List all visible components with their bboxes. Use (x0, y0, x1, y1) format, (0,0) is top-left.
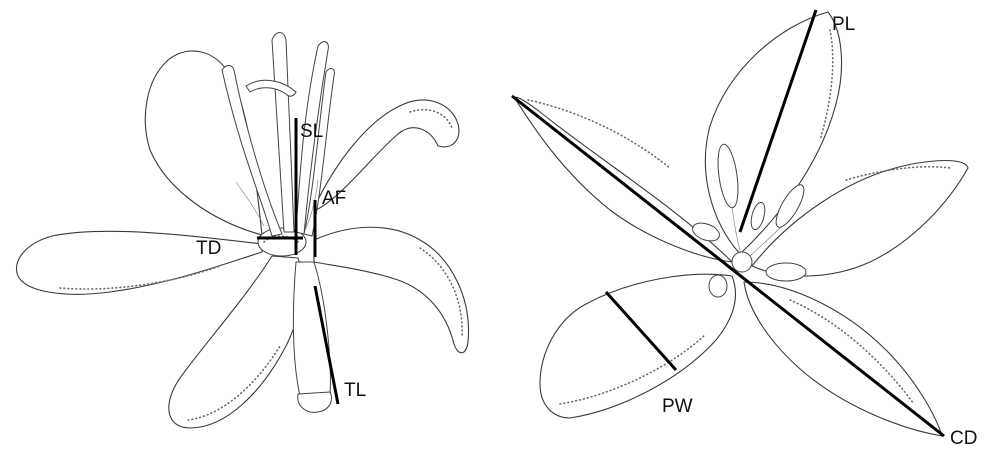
left-flower-petal-right (314, 227, 469, 353)
label-af: AF (322, 188, 346, 209)
label-cd: CD (950, 428, 977, 449)
label-tl: TL (344, 380, 366, 401)
left-flower-petal-lower-left (169, 256, 302, 428)
left-flower-illustration (16, 33, 468, 429)
label-td: TD (196, 238, 221, 259)
label-pw: PW (662, 396, 693, 417)
label-sl: SL (300, 121, 323, 142)
label-pl: PL (832, 14, 855, 35)
right-flower-petal-lower-left (540, 274, 735, 418)
